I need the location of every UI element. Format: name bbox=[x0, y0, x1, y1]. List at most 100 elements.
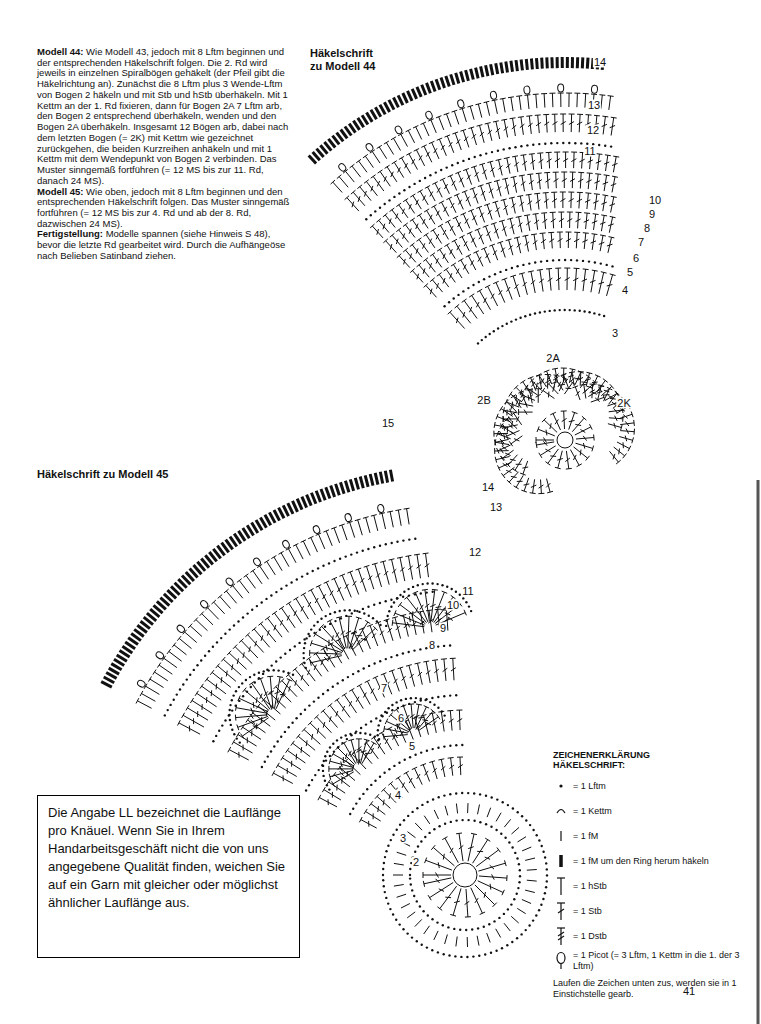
stitch-top bbox=[221, 657, 225, 662]
stitch-stem bbox=[549, 384, 559, 394]
stitch-slash bbox=[592, 221, 597, 223]
chain-dot bbox=[431, 697, 433, 699]
stitch-top bbox=[536, 374, 541, 377]
fm-ring-bar bbox=[461, 72, 464, 83]
fm-ring-bar bbox=[371, 110, 377, 120]
stitch-stem bbox=[512, 827, 520, 834]
stitch-top bbox=[426, 610, 432, 612]
chain-dot bbox=[493, 920, 495, 922]
stitch-top bbox=[545, 462, 550, 466]
stitch-top bbox=[594, 115, 600, 117]
stitch-stem bbox=[505, 179, 509, 195]
chain-dot bbox=[495, 950, 497, 952]
fm-ring-bar bbox=[367, 113, 373, 122]
stitch-top bbox=[421, 715, 427, 717]
stitch-stem bbox=[386, 143, 393, 155]
stitch-stem bbox=[419, 240, 428, 253]
stitch-top bbox=[205, 677, 209, 682]
fm-ring-bar bbox=[384, 102, 389, 112]
stitch-slash bbox=[592, 382, 598, 384]
chain-dot bbox=[414, 538, 416, 540]
stitch-stem bbox=[456, 218, 463, 232]
stitch-top bbox=[423, 258, 428, 262]
stitch-top bbox=[444, 113, 450, 115]
stitch-stem bbox=[445, 935, 448, 945]
stitch-stem bbox=[522, 176, 525, 192]
stitch-top bbox=[410, 218, 415, 221]
stitch-top bbox=[558, 93, 564, 94]
stitch-top bbox=[493, 121, 499, 122]
stitch-slash bbox=[500, 439, 504, 443]
chain-dot bbox=[499, 271, 501, 273]
stitch-top bbox=[367, 624, 373, 626]
stitch-slash bbox=[484, 892, 485, 898]
chain-dot bbox=[351, 612, 353, 614]
stitch-slash bbox=[384, 571, 388, 575]
stitch-slash bbox=[562, 418, 567, 421]
stitch-top bbox=[553, 172, 559, 173]
stitch-stem bbox=[423, 123, 429, 136]
stitch-top bbox=[475, 103, 481, 105]
stitch-top bbox=[512, 156, 518, 157]
stitch-slash bbox=[516, 464, 522, 465]
chain-dot bbox=[461, 792, 463, 794]
stitch-top bbox=[498, 465, 501, 470]
stitch-stem bbox=[339, 177, 348, 188]
stitch-stem bbox=[504, 200, 508, 216]
chain-dot bbox=[186, 678, 188, 680]
stitch-slash bbox=[481, 191, 485, 195]
stitch-top bbox=[430, 278, 435, 282]
chain-dot bbox=[511, 941, 513, 943]
stitch-top bbox=[337, 175, 342, 179]
chain-dot bbox=[379, 207, 381, 209]
chain-dot bbox=[549, 310, 551, 312]
stitch-stem bbox=[324, 790, 341, 800]
chain-dot bbox=[438, 825, 440, 827]
stitch-top bbox=[494, 422, 495, 428]
stitch-slash bbox=[565, 278, 570, 281]
fm-ring-bar bbox=[576, 57, 579, 68]
chain-dot bbox=[321, 764, 323, 766]
stitch-top bbox=[491, 223, 497, 225]
chain-dot bbox=[466, 956, 468, 958]
stitch-top bbox=[403, 248, 408, 252]
stitch-slash bbox=[480, 132, 484, 136]
stitch-stem bbox=[508, 455, 518, 465]
stitch-top bbox=[577, 114, 583, 115]
chain-dot bbox=[318, 769, 320, 771]
stitch-stem bbox=[544, 94, 546, 108]
stitch-slash bbox=[419, 155, 422, 160]
stitch-stem bbox=[498, 445, 511, 451]
stitch-stem bbox=[229, 750, 248, 760]
stitch-top bbox=[527, 173, 533, 175]
stitch-top bbox=[594, 193, 600, 195]
chain-dot bbox=[513, 898, 515, 900]
stitch-stem bbox=[316, 654, 328, 672]
stitch-stem bbox=[575, 387, 580, 400]
stitch-stem bbox=[441, 712, 444, 732]
chain-dot bbox=[471, 928, 473, 930]
stitch-top bbox=[390, 208, 395, 212]
stitch-slash bbox=[193, 718, 194, 724]
chain-dot bbox=[296, 578, 298, 580]
stitch-top bbox=[507, 480, 511, 484]
stitch-top bbox=[569, 372, 575, 373]
chain-dot bbox=[379, 602, 381, 604]
chain-dot bbox=[403, 819, 405, 821]
stitch-stem bbox=[423, 765, 429, 782]
stitch-stem bbox=[278, 765, 297, 776]
stitch-top bbox=[468, 209, 474, 211]
chain-dot bbox=[404, 759, 406, 761]
chain-dot bbox=[508, 841, 510, 843]
stitch-stem bbox=[426, 260, 436, 273]
stitch-slash bbox=[456, 139, 460, 144]
stitch-slash bbox=[505, 453, 510, 455]
chain-dot bbox=[436, 921, 438, 923]
chain-dot bbox=[429, 174, 431, 176]
fm-ring-bar bbox=[422, 85, 426, 95]
stitch-top bbox=[431, 228, 436, 231]
fm-ring-bar bbox=[375, 107, 380, 117]
stitch-top bbox=[308, 721, 312, 725]
stitch-stem bbox=[478, 863, 505, 871]
chain-dot bbox=[262, 673, 264, 675]
